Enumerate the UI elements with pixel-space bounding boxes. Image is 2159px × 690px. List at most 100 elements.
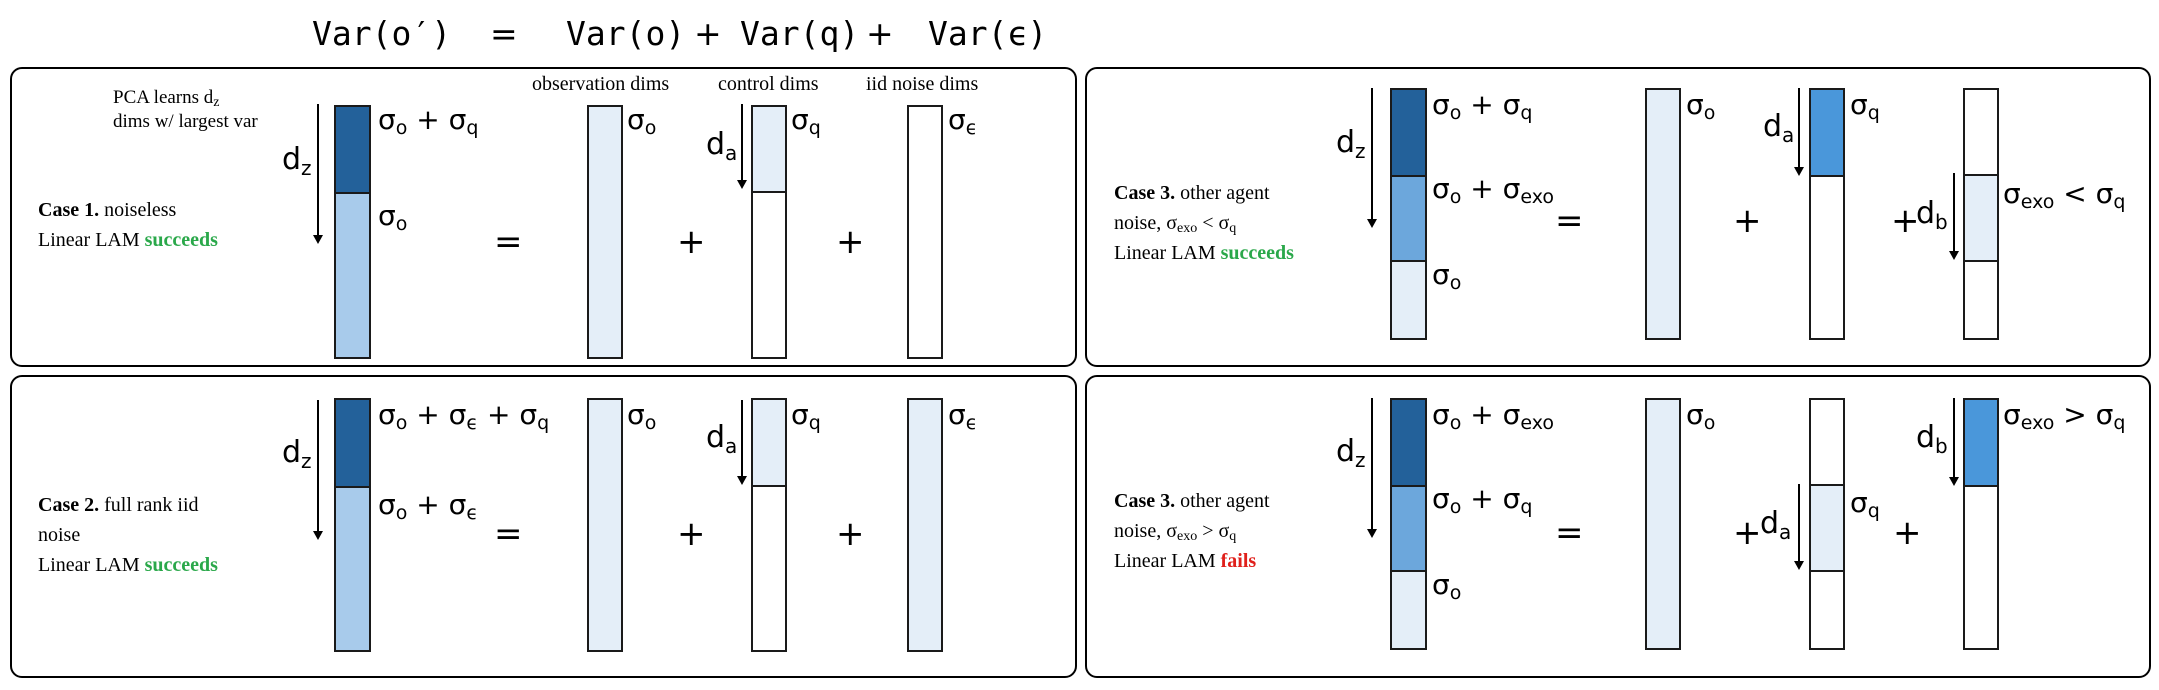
equation-term-eps: Var(ϵ): [928, 14, 1048, 53]
label-sigma-o-plus-exo-3b: σo + σexo: [1432, 398, 1555, 434]
case1-panel: [10, 67, 1077, 367]
case2-description: Case 2. full rank iid noise Linear LAM s…: [38, 494, 218, 576]
label-exo-lt-q: σexo < σq: [2003, 177, 2126, 213]
equals-sign-case3b: =: [1555, 513, 1584, 553]
plus-sign-case1-a: +: [677, 222, 706, 262]
control-column-case3b: [1809, 398, 1845, 650]
case3b-description: Case 3. other agent noise, σexo > σq Lin…: [1114, 490, 1270, 572]
header-observation-dims: observation dims: [532, 73, 670, 95]
segment-o-3a: [1392, 260, 1425, 338]
segment-empty-bottom-3a: [1965, 260, 1997, 338]
label-sigma-o-plus-q-3b: σo + σq: [1432, 482, 1533, 518]
label-noise-sigma-eps-2: σϵ: [948, 398, 978, 434]
equation-term-o: Var(o): [566, 14, 686, 53]
plus-sign-case3b-b: +: [1893, 513, 1922, 553]
segment-empty: [753, 191, 785, 357]
segment-o-exo-3a: [1392, 175, 1425, 260]
segment-o-q-3b: [1392, 485, 1425, 570]
equation-term-q: Var(q): [740, 14, 860, 53]
label-obs-sigma-o-3a: σo: [1686, 88, 1716, 124]
equation-equals: =: [490, 14, 518, 53]
observation-column-case3b: [1645, 398, 1681, 650]
db-arrow-case3a: [1949, 173, 1959, 260]
control-column-case2: [751, 398, 787, 652]
da-arrow-case3b: [1794, 484, 1804, 570]
label-ctrl-sigma-q: σq: [791, 103, 821, 139]
da-label-case1: da: [706, 127, 738, 165]
db-label-case3b: db: [1916, 420, 1948, 458]
plus-sign-case2-a: +: [677, 514, 706, 554]
label-sigma-o-3a: σo: [1432, 258, 1462, 294]
segment-o-exo-3b: [1392, 400, 1425, 485]
case2-panel: [10, 375, 1077, 678]
da-label-case3a: da: [1763, 109, 1795, 147]
label-sigma-o-eps-q: σo + σϵ + σq: [378, 398, 550, 434]
equation-plus-2: +: [866, 14, 894, 53]
dz-arrow-case1: [313, 104, 323, 244]
noise-column-case1: [907, 105, 943, 359]
plus-sign-case1-b: +: [836, 222, 865, 262]
segment-q-3b: [1811, 484, 1843, 570]
plus-sign-case2-b: +: [836, 514, 865, 554]
total-variance-column-case2: [334, 398, 371, 652]
segment-o: [336, 192, 369, 357]
equals-sign-case3a: =: [1555, 201, 1584, 241]
noise-column-case2: [907, 398, 943, 652]
label-ctrl-sigma-q-3a: σq: [1850, 88, 1880, 124]
segment-empty-top-3b: [1811, 400, 1843, 484]
plus-sign-case3b-a: +: [1733, 513, 1762, 553]
control-column-case3a: [1809, 88, 1845, 340]
segment-empty-3b: [1965, 485, 1997, 648]
segment-o-plus-q: [336, 107, 369, 192]
header-control-dims: control dims: [718, 73, 819, 95]
segment-o-eps: [336, 486, 369, 650]
segment-exo-3b: [1965, 400, 1997, 485]
case3a-description: Case 3. other agent noise, σexo < σq Lin…: [1114, 182, 1294, 264]
case1-description: Case 1. noiseless Linear LAM succeeds: [38, 199, 218, 251]
control-column-case1: [751, 105, 787, 359]
dz-arrow-case3a: [1367, 88, 1377, 228]
label-obs-sigma-o-3b: σo: [1686, 398, 1716, 434]
equals-sign-case1: =: [494, 222, 523, 262]
plus-sign-case3a-a: +: [1733, 201, 1762, 241]
db-label-case3a: db: [1916, 196, 1948, 234]
segment-o-eps-q: [336, 400, 369, 486]
observation-column-case2: [587, 398, 623, 652]
label-sigma-o-plus-exo-3a: σo + σexo: [1432, 172, 1555, 208]
segment-q-2: [753, 400, 785, 485]
db-arrow-case3b: [1949, 398, 1959, 486]
equation-lhs: Var(o′): [312, 14, 452, 53]
label-obs-sigma-o-2: σo: [627, 398, 657, 434]
header-noise-dims: iid noise dims: [866, 73, 979, 95]
observation-column-case1: [587, 105, 623, 359]
dz-arrow-case2: [313, 400, 323, 540]
segment-empty-3a: [1811, 175, 1843, 338]
segment-q: [753, 107, 785, 191]
exo-noise-column-case3b: [1963, 398, 1999, 650]
equation-plus-1: +: [694, 14, 722, 53]
dz-label-case2: dz: [282, 435, 312, 473]
label-exo-gt-q: σexo > σq: [2003, 398, 2126, 434]
label-sigma-o-plus-q-3a: σo + σq: [1432, 88, 1533, 124]
dz-label-case3b: dz: [1336, 434, 1366, 472]
segment-q-3a: [1811, 90, 1843, 175]
dz-arrow-case3b: [1367, 398, 1377, 538]
segment-o-3b: [1392, 570, 1425, 648]
label-noise-sigma-eps: σϵ: [948, 103, 978, 139]
da-label-case3b: da: [1760, 506, 1792, 544]
observation-column-case3a: [1645, 88, 1681, 340]
da-arrow-case3a: [1794, 88, 1804, 176]
da-arrow-case1: [737, 104, 747, 189]
segment-empty-bottom-3b: [1811, 570, 1843, 648]
segment-empty-2: [753, 485, 785, 650]
label-sigma-o-plus-q: σo + σq: [378, 103, 479, 139]
total-variance-column-case3a: [1390, 88, 1427, 340]
plus-sign-case3a-b: +: [1891, 201, 1920, 241]
label-obs-sigma-o: σo: [627, 103, 657, 139]
da-arrow-case2: [737, 400, 747, 485]
dz-label-case3a: dz: [1336, 125, 1366, 163]
segment-empty-top-3a: [1965, 90, 1997, 174]
total-variance-column-case1: [334, 105, 371, 359]
label-sigma-o-3b: σo: [1432, 568, 1462, 604]
